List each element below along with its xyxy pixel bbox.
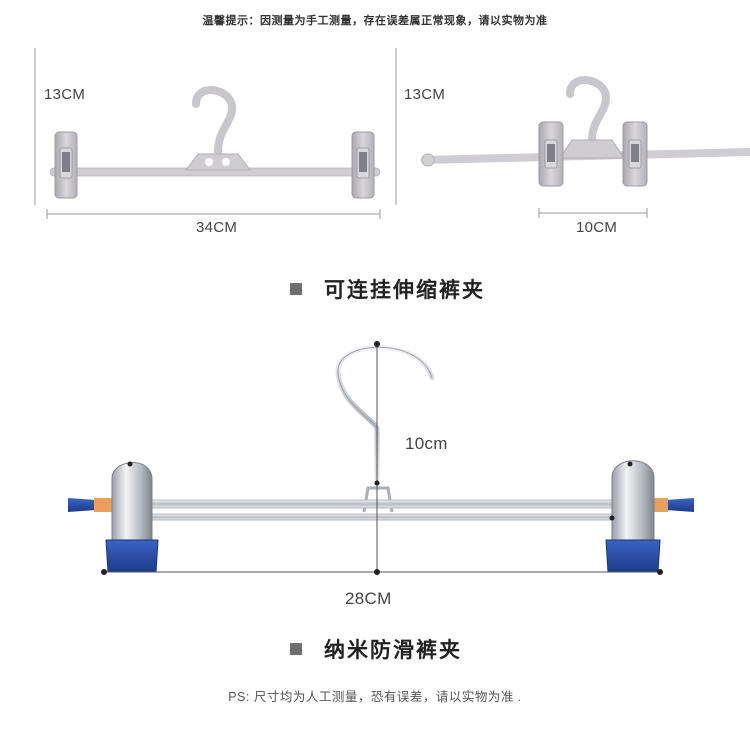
top-notice: 温馨提示：因测量为手工测量，存在误差属正常现象，请以实物为准 [202, 14, 548, 27]
hanger-2 [421, 76, 750, 218]
bottom-note: PS: 尺寸均为人工测量，恐有误差，请以实物为准 . [228, 690, 522, 704]
hanger2-height-label: 13CM [404, 86, 446, 103]
section-title-nano-clip: 纳米防滑裤夹 [290, 634, 462, 664]
title-square-icon [290, 643, 302, 655]
hanger-1 [34, 48, 397, 219]
section-title-extendable-clip: 可连挂伸缩裤夹 [290, 274, 485, 304]
hanger3-height-label: 10cm [405, 434, 448, 453]
hanger1-height-label: 13CM [44, 86, 86, 103]
hanger2-width-label: 10CM [576, 219, 618, 236]
title-square-icon [290, 283, 302, 295]
hanger3-width-label: 28CM [345, 589, 392, 608]
section2-title-text: 纳米防滑裤夹 [324, 639, 462, 662]
section1-title-text: 可连挂伸缩裤夹 [324, 279, 485, 302]
hanger1-width-label: 34CM [196, 219, 238, 236]
hanger-3 [68, 341, 694, 575]
